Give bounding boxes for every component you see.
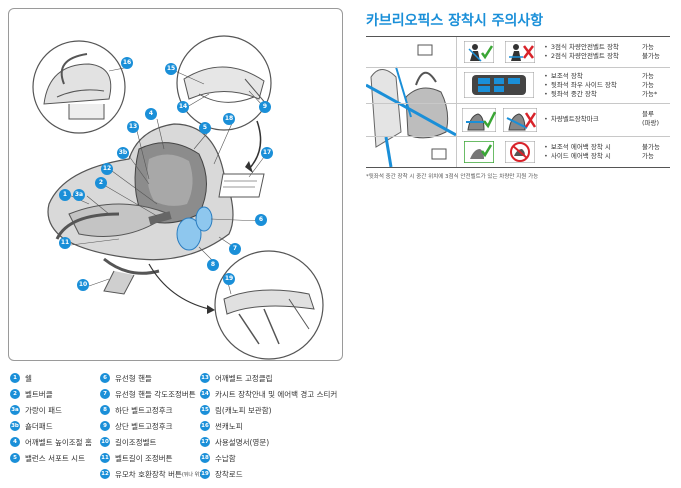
- airbag-prohibited-icon: [504, 141, 535, 163]
- callout-badge: 9: [259, 101, 271, 113]
- callout-badge: 15: [165, 63, 177, 75]
- callout-badge: 2: [95, 177, 107, 189]
- table-row: 차량벨트장착마크 블루 (파랑): [366, 104, 670, 137]
- callout-badge: 11: [59, 237, 71, 249]
- callout-badge: 13: [127, 121, 139, 133]
- callout-badge: 10: [77, 279, 89, 291]
- table-row: 보조석 장착 뒷좌석 좌우 사이드 장착 뒷좌석 중간 장착 가능 가능 가능*: [366, 68, 670, 104]
- callout-badge: 5: [199, 122, 211, 134]
- callout-badge: 16: [121, 57, 133, 69]
- callout-badge: 19: [223, 273, 235, 285]
- car-seat-illustration: [32, 35, 324, 360]
- callout-badge: 7: [229, 243, 241, 255]
- page-title: 카브리오픽스 장착시 주의사항: [366, 13, 544, 29]
- callout-badge: 6: [255, 214, 267, 226]
- seatbelt-3pt-check-icon: [463, 41, 494, 63]
- belt-mark-check-icon: [461, 108, 496, 132]
- car-installation-illustration: [366, 37, 457, 167]
- callout-badge: 4: [145, 108, 157, 120]
- callout-badge: 8: [207, 259, 219, 271]
- table-row: 보조석 에어백 장착 시 사이드 에어백 장착 시 불가능 가능: [366, 137, 670, 167]
- belt-mark-cross-icon: [502, 108, 537, 132]
- callout-badge: 3b: [117, 147, 129, 159]
- callout-badge: 12: [101, 163, 113, 175]
- table-row: 3점식 차량안전벨트 장착 2점식 차량안전벨트 장착 가능 불가능: [366, 37, 670, 68]
- callout-badge: 3a: [73, 189, 85, 201]
- car-seat-position-icon: [464, 72, 534, 98]
- callout-badge: 17: [261, 147, 273, 159]
- callout-badge: 14: [177, 101, 189, 113]
- callout-badge: 1: [59, 189, 71, 201]
- airbag-check-icon: [463, 141, 494, 163]
- table-footnote: *뒷좌석 중간 장착 시 중간 위치에 3점식 안전벨트가 있는 차량만 지원 …: [366, 174, 539, 180]
- seatbelt-2pt-cross-icon: [504, 41, 535, 63]
- installation-caution-table: 3점식 차량안전벨트 장착 2점식 차량안전벨트 장착 가능 불가능 보조석 장…: [366, 36, 670, 168]
- callout-badge: 18: [223, 113, 235, 125]
- product-diagram-panel: 16 15 14 9 4 5 18 13 3b 12 17 2 3a 1 11 …: [8, 8, 343, 361]
